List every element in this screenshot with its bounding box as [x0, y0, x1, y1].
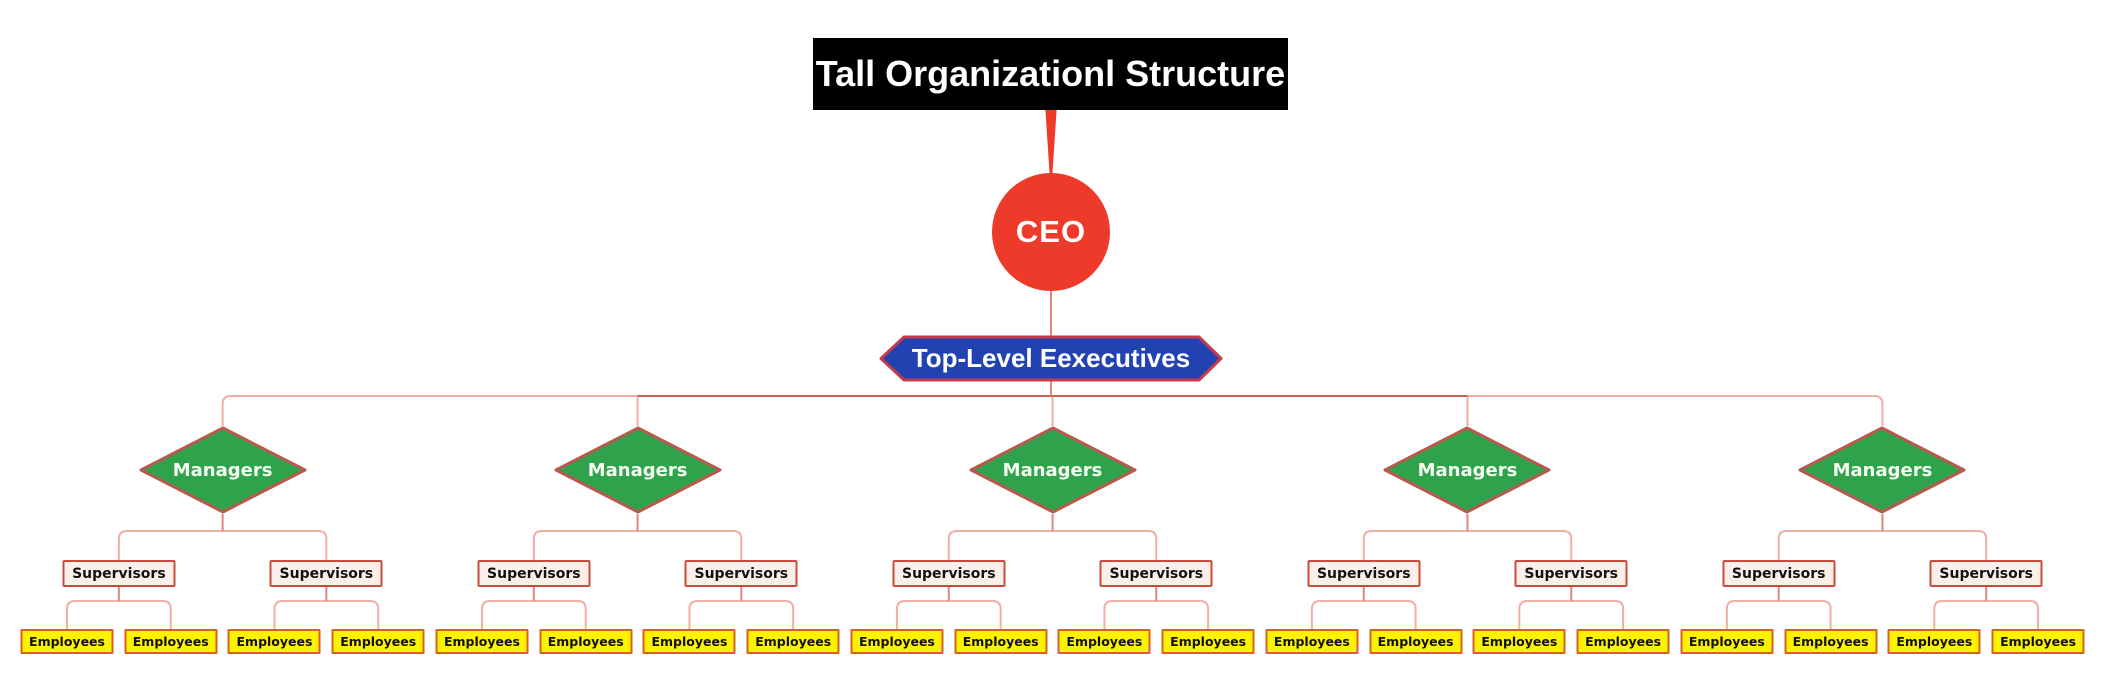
manager-label: Managers — [587, 459, 688, 481]
supervisor-label: Supervisors — [1316, 565, 1411, 582]
employee-label: Employees — [2000, 634, 2077, 649]
employee-label: Employees — [962, 634, 1039, 649]
supervisor-node: Supervisors — [269, 560, 383, 587]
supervisor-label: Supervisors — [1524, 565, 1619, 582]
manager-node: Managers — [968, 425, 1138, 515]
employee-label: Employees — [651, 634, 728, 649]
ceo-node: CEO — [992, 173, 1110, 291]
diamond-shape — [1798, 426, 1966, 514]
supervisor-node: Supervisors — [62, 560, 176, 587]
employee-label: Employees — [755, 634, 832, 649]
supervisor-node: Supervisors — [1099, 560, 1213, 587]
employee-label: Employees — [1688, 634, 1765, 649]
executives-node: Top-Level Eexecutives — [879, 335, 1223, 382]
employee-node: Employees — [1369, 629, 1463, 654]
employee-node: Employees — [1161, 629, 1255, 654]
employee-node: Employees — [1680, 629, 1774, 654]
supervisor-label: Supervisors — [1731, 565, 1826, 582]
employee-label: Employees — [1481, 634, 1558, 649]
employee-label: Employees — [236, 634, 313, 649]
employee-label: Employees — [1066, 634, 1143, 649]
supervisor-node: Supervisors — [684, 560, 798, 587]
hexagon-shape — [879, 335, 1223, 382]
employee-node: Employees — [1991, 629, 2085, 654]
employee-label: Employees — [1896, 634, 1973, 649]
employee-node: Employees — [642, 629, 736, 654]
employee-node: Employees — [1784, 629, 1878, 654]
supervisor-node: Supervisors — [892, 560, 1006, 587]
employee-label: Employees — [443, 634, 520, 649]
supervisor-label: Supervisors — [279, 565, 374, 582]
employee-label: Employees — [340, 634, 417, 649]
employee-node: Employees — [850, 629, 944, 654]
diagram-title: Tall Organizationl Structure — [813, 38, 1288, 110]
manager-node: Managers — [138, 425, 308, 515]
employee-node: Employees — [227, 629, 321, 654]
employee-label: Employees — [858, 634, 935, 649]
employee-node: Employees — [435, 629, 529, 654]
employee-node: Employees — [1057, 629, 1151, 654]
executives-label: Top-Level Eexecutives — [911, 343, 1191, 373]
supervisor-node: Supervisors — [1722, 560, 1836, 587]
supervisor-label: Supervisors — [72, 565, 166, 582]
employee-node: Employees — [1265, 629, 1359, 654]
diamond-shape — [554, 426, 722, 514]
employee-label: Employees — [1377, 634, 1454, 649]
supervisor-node: Supervisors — [1514, 560, 1628, 587]
employee-label: Employees — [29, 634, 105, 649]
employee-node: Employees — [20, 629, 114, 654]
employee-label: Employees — [1792, 634, 1869, 649]
manager-label: Managers — [172, 459, 273, 481]
ceo-label: CEO — [1015, 214, 1087, 249]
employee-node: Employees — [124, 629, 218, 654]
employee-label: Employees — [1585, 634, 1662, 649]
diamond-shape — [1383, 426, 1551, 514]
manager-label: Managers — [1417, 459, 1518, 481]
employee-label: Employees — [132, 634, 209, 649]
supervisor-label: Supervisors — [1939, 565, 2033, 582]
employee-node: Employees — [1887, 629, 1981, 654]
supervisor-node: Supervisors — [1307, 560, 1421, 587]
employee-label: Employees — [1170, 634, 1247, 649]
manager-label: Managers — [1832, 459, 1933, 481]
title-to-ceo-connector — [1045, 110, 1057, 174]
supervisor-label: Supervisors — [901, 565, 996, 582]
diamond-shape — [139, 426, 307, 514]
employee-node: Employees — [331, 629, 425, 654]
employee-node: Employees — [1576, 629, 1670, 654]
manager-node: Managers — [553, 425, 723, 515]
supervisor-label: Supervisors — [1109, 565, 1204, 582]
employee-label: Employees — [547, 634, 624, 649]
supervisor-label: Supervisors — [487, 565, 581, 582]
employee-label: Employees — [1273, 634, 1350, 649]
supervisor-node: Supervisors — [1929, 560, 2043, 587]
supervisor-node: Supervisors — [477, 560, 591, 587]
employee-node: Employees — [954, 629, 1048, 654]
manager-node: Managers — [1382, 425, 1552, 515]
employee-node: Employees — [746, 629, 840, 654]
employee-node: Employees — [539, 629, 633, 654]
manager-label: Managers — [1002, 459, 1103, 481]
employee-node: Employees — [1472, 629, 1566, 654]
node-stub-lines — [117, 291, 1988, 601]
manager-node: Managers — [1797, 425, 1967, 515]
diamond-shape — [969, 426, 1137, 514]
supervisor-label: Supervisors — [694, 565, 789, 582]
